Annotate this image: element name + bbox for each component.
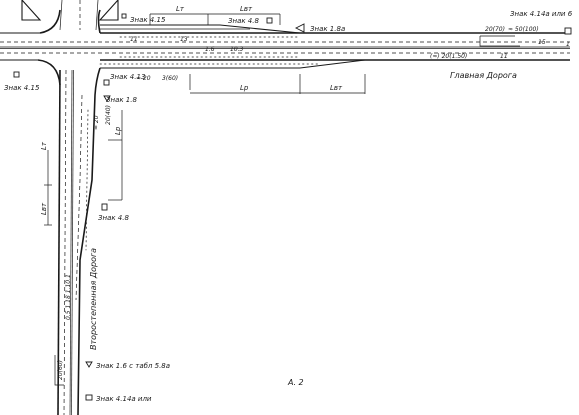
label-dim-v-c: Lр bbox=[114, 126, 122, 135]
taper-top bbox=[100, 24, 301, 34]
label-dim-top-b: Lвт bbox=[240, 5, 253, 13]
island-ne bbox=[98, 0, 119, 21]
sec-road-marks bbox=[85, 109, 89, 251]
label-speed-bottom: 20(60) bbox=[57, 360, 64, 380]
sign-square-top-mid bbox=[266, 17, 273, 24]
curb-se bbox=[94, 67, 101, 96]
label-sign-1-8: Знак 1.8 bbox=[106, 96, 137, 104]
label-speed-vertical: ≈ 20 bbox=[93, 115, 100, 130]
label-speed-top-right-b: ≈ 50(100) bbox=[508, 26, 539, 33]
label-speed-top-right: 20(70) bbox=[485, 26, 505, 33]
label-main-road: Главная Дорога bbox=[450, 71, 517, 80]
signs bbox=[13, 13, 572, 401]
sec-road-axis bbox=[69, 69, 73, 415]
label-sign-1-6: Знак 1.6 с табл 5.8а bbox=[96, 362, 170, 370]
sec-road-top-left bbox=[59, 0, 63, 31]
label-sign-bottom: Знак 4.14а или bbox=[96, 395, 152, 403]
label-sign-4-8-top: Знак 4.8 bbox=[228, 17, 259, 25]
sec-road-top-right bbox=[95, 0, 99, 31]
label-sign-4-13: Знак 4.13 bbox=[110, 73, 145, 81]
sign-triangle-mid bbox=[103, 95, 111, 102]
island-nw bbox=[21, 0, 42, 21]
label-speed-short-b: 3(60) bbox=[162, 75, 178, 82]
sec-road-axis-2 bbox=[71, 69, 74, 415]
label-dim-mid-a: Lр bbox=[240, 84, 249, 92]
label-dim-v-a: Lт bbox=[40, 141, 48, 150]
label-dim-mid-b: Lвт bbox=[330, 84, 343, 92]
label-speed-short-a: ≈ 20 bbox=[136, 75, 151, 82]
sign-square-right bbox=[564, 27, 572, 35]
label-lane-13: 13 bbox=[180, 36, 188, 43]
sec-road-edge-right bbox=[77, 94, 96, 415]
label-sign-1-8a: Знак 1.8a bbox=[310, 25, 345, 33]
sec-road-lane-l bbox=[63, 69, 67, 415]
label-figure-id: А. 2 bbox=[287, 378, 304, 387]
curb-nw bbox=[39, 9, 61, 34]
curb-sw bbox=[37, 59, 61, 86]
label-lane-1: 1 bbox=[566, 41, 570, 48]
sign-triangle-top bbox=[294, 23, 305, 33]
main-road bbox=[0, 13, 570, 94]
label-lane-16: 1.6 bbox=[205, 46, 215, 53]
label-sign-4-15-left: Знак 4.15 bbox=[4, 84, 40, 92]
taper-bottom bbox=[100, 59, 366, 69]
sign-square-top-left bbox=[121, 13, 127, 19]
sign-square-lower bbox=[101, 203, 108, 211]
label-speed-mid: (≈) 20(1.50) bbox=[430, 53, 467, 60]
secondary-road bbox=[21, 0, 123, 415]
label-sign-4-8-lower: Знак 4.8 bbox=[98, 214, 129, 222]
label-lane-15: 15 bbox=[538, 39, 546, 46]
label-dim-top-a: Lт bbox=[176, 5, 185, 13]
sign-triangle-lower bbox=[85, 361, 93, 368]
sign-square-bottom bbox=[85, 394, 93, 401]
label-sign-4-15: Знак 4.15 bbox=[130, 16, 166, 24]
label-lane-11-b: 11 bbox=[500, 53, 508, 60]
label-lane-103: 10.3 bbox=[230, 46, 244, 53]
right-box bbox=[479, 36, 520, 47]
text-labels: Знак 4.14a или 6 Знак 4.15 Знак 4.8 Знак… bbox=[4, 5, 573, 403]
sign-square-mid-left bbox=[103, 79, 110, 86]
vdim-left-box bbox=[54, 355, 64, 386]
label-speed-vertical-b: 20(40) bbox=[105, 105, 112, 125]
sec-road-lane-r bbox=[75, 94, 83, 301]
label-dim-v-b: Lвт bbox=[40, 202, 48, 215]
label-lane-11-a: 11 bbox=[130, 36, 138, 43]
label-vertical: 0.5 1.18 1.10.1 bbox=[65, 274, 72, 320]
label-secondary-road: Второстепенная Дорога bbox=[89, 248, 98, 350]
label-sign-4-14a: Знак 4.14a или 6 bbox=[510, 10, 573, 18]
curb-ne bbox=[97, 9, 101, 34]
sec-road-edge-left bbox=[57, 69, 61, 415]
sign-square-left bbox=[13, 71, 20, 78]
